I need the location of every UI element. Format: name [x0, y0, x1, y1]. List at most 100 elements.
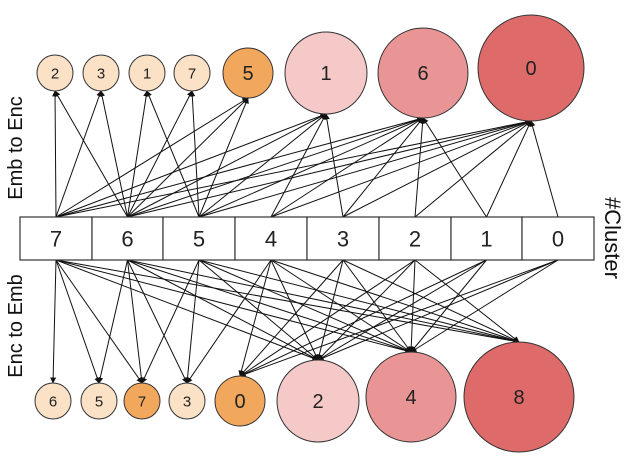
emb-to-enc-label: Emb to Enc	[5, 96, 27, 199]
enc-to-emb-arrow	[55, 259, 319, 361]
cluster-cell-box	[234, 216, 308, 261]
enc-to-emb-arrow	[50, 259, 57, 384]
enc-to-emb-arrow	[239, 259, 416, 377]
enc-to-emb-arrow	[317, 259, 416, 361]
enc-to-emb-arrow	[127, 259, 319, 361]
enc-to-emb-arrow	[55, 259, 143, 384]
enc-to-emb-edges	[50, 259, 559, 384]
emb-to-enc-arrow	[127, 90, 193, 218]
enc-to-emb-arrow	[270, 259, 520, 344]
embedding-cluster-node-circle	[80, 382, 118, 420]
cluster-cell-box	[19, 216, 93, 261]
enc-to-emb-arrow	[198, 259, 520, 344]
enc-to-emb-arrow	[316, 259, 344, 361]
embedding-cluster-node-label: 7	[138, 393, 146, 410]
encoder-cluster-node-circle	[128, 54, 166, 92]
cluster-cell-box	[521, 216, 595, 261]
cluster-cell-label: 0	[552, 227, 564, 252]
emb-to-enc-arrow	[270, 120, 532, 218]
encoder-cluster-node-circle	[82, 54, 120, 92]
emb-to-enc-arrow	[55, 113, 327, 218]
enc-to-emb-arrow	[410, 259, 559, 353]
encoder-cluster-node-label: 0	[525, 58, 536, 80]
emb-to-enc-edges	[52, 90, 559, 218]
enc-to-emb-arrow	[97, 259, 128, 384]
cluster-cell-box	[91, 216, 164, 261]
embedding-cluster-node-label: 4	[405, 387, 416, 409]
emb-to-enc-arrow	[270, 117, 424, 218]
embedding-cluster-node-label: 2	[312, 391, 323, 413]
emb-to-enc-arrow	[342, 117, 424, 218]
emb-to-enc-arrow	[52, 90, 59, 218]
encoder-cluster-node-circle	[222, 47, 274, 99]
encoder-cluster-node-circle	[377, 27, 469, 119]
emb-to-enc-arrow	[270, 113, 327, 218]
embedding-cluster-node-circle	[365, 351, 457, 443]
enc-to-emb-arrow	[184, 259, 200, 384]
emb-to-enc-arrow	[486, 120, 532, 218]
emb-to-enc-arrow	[127, 116, 424, 218]
embedding-cluster-node-circle	[123, 382, 161, 420]
enc-to-emb-arrow	[270, 259, 412, 353]
encoder-cluster-node-circle	[173, 54, 211, 92]
cluster-cell-label: 2	[409, 227, 421, 252]
emb-to-enc-arrow	[55, 116, 424, 218]
embedding-cluster-node-label: 0	[234, 391, 245, 413]
emb-to-enc-arrow	[198, 113, 327, 218]
emb-to-enc-arrow	[127, 97, 249, 218]
enc-to-emb-arrow	[239, 259, 559, 377]
enc-to-emb-arrow	[408, 259, 416, 353]
enc-to-emb-arrow	[238, 259, 272, 377]
emb-to-enc-arrow	[323, 113, 344, 218]
encoder-cluster-node-label: 7	[188, 65, 196, 82]
enc-to-emb-arrow	[239, 259, 487, 377]
enc-to-emb-arrow	[342, 259, 520, 343]
encoder-cluster-node-circle	[284, 31, 368, 115]
encoder-cluster-node-label: 2	[51, 65, 59, 82]
encoder-cluster-node-label: 6	[417, 63, 428, 85]
enc-to-emb-arrow	[127, 259, 145, 384]
emb-to-enc-arrow	[146, 90, 200, 218]
cluster-cell-label: 6	[121, 227, 133, 252]
emb-to-enc-arrow	[422, 117, 487, 218]
embedding-cluster-node-circle	[276, 359, 360, 443]
emb-to-enc-arrow	[54, 90, 128, 218]
encoder-cluster-node-circle	[477, 14, 585, 122]
enc-to-emb-arrow	[317, 259, 487, 361]
cluster-cell-label: 4	[265, 227, 277, 252]
emb-to-enc-arrow	[198, 119, 532, 218]
enc-to-emb-arrow	[342, 259, 412, 353]
emb-to-enc-arrow	[127, 119, 532, 218]
embedding-cluster-node-circle	[168, 382, 206, 420]
embedding-cluster-node-label: 5	[95, 393, 103, 410]
cluster-cell-label: 3	[337, 227, 349, 252]
embedding-cluster-node-circle	[463, 341, 575, 453]
enc-to-emb-label: Enc to Emb	[5, 274, 27, 377]
emb-to-enc-arrow	[198, 117, 424, 218]
cluster-axis-label: #Cluster	[600, 197, 624, 279]
enc-to-emb-arrow	[198, 259, 319, 361]
embedding-cluster-node-label: 3	[183, 393, 191, 410]
emb-to-enc-arrow	[127, 90, 150, 218]
enc-to-emb-arrow	[239, 259, 344, 377]
cluster-cell-box	[450, 216, 523, 261]
encoder-cluster-node-circle	[36, 54, 74, 92]
enc-to-emb-arrow	[198, 259, 412, 353]
enc-to-emb-arrow	[414, 259, 520, 343]
embedding-cluster-node-label: 8	[513, 387, 524, 409]
emb-to-enc-arrow	[127, 113, 327, 218]
emb-to-enc-arrow	[529, 120, 559, 218]
emb-to-enc-arrow	[99, 90, 128, 218]
emb-to-enc-arrow	[55, 97, 249, 218]
cluster-cell-label: 7	[50, 227, 62, 252]
enc-to-emb-arrow	[55, 259, 520, 345]
embedding-cluster-node-circle	[34, 382, 72, 420]
emb-to-enc-arrow	[189, 90, 200, 218]
emb-to-enc-arrow	[414, 117, 426, 218]
emb-to-enc-arrow	[414, 120, 532, 218]
